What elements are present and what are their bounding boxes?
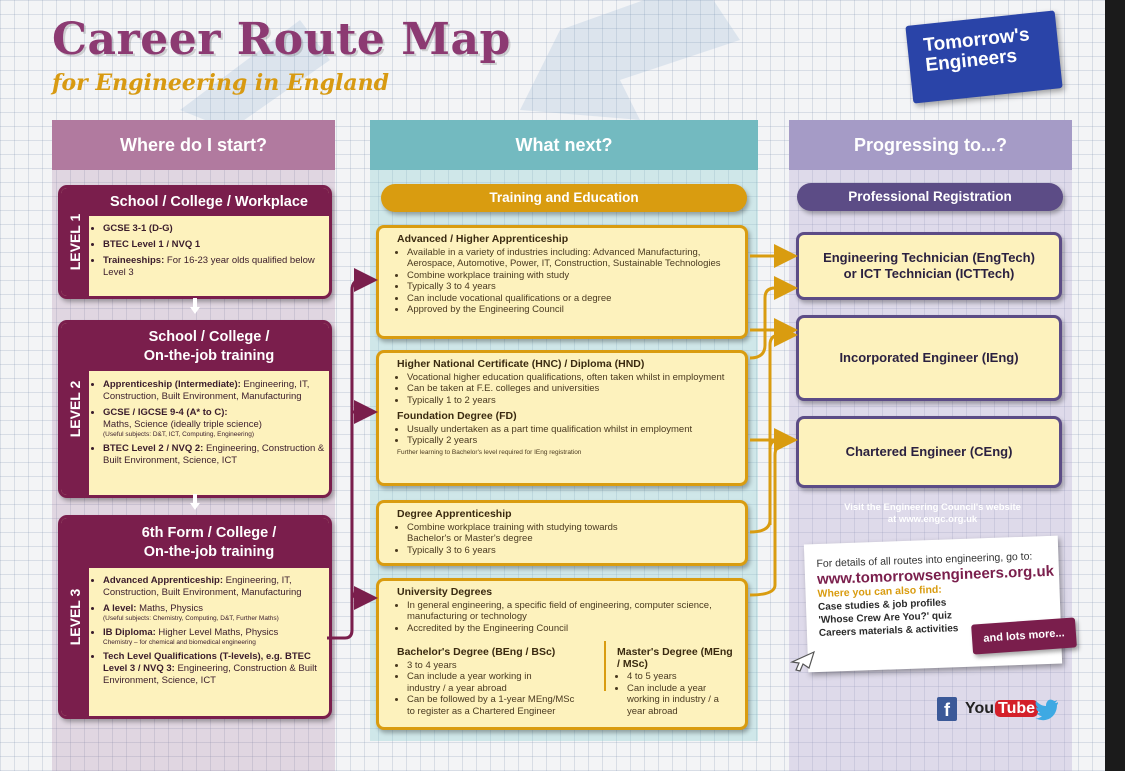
ieng-box: Incorporated Engineer (IEng) bbox=[796, 315, 1062, 401]
level-3-card: LEVEL 3 6th Form / College /On-the-job t… bbox=[58, 515, 332, 719]
degree-apprenticeship-box: Degree Apprenticeship Combine workplace … bbox=[376, 500, 748, 566]
engc-website-note: Visit the Engineering Council's website … bbox=[805, 502, 1060, 526]
master-list: 4 to 5 years Can include a year working … bbox=[617, 671, 735, 717]
level-2-card: LEVEL 2 School / College /On-the-job tra… bbox=[58, 320, 332, 498]
list-item: Approved by the Engineering Council bbox=[407, 304, 737, 316]
apprenticeship-box: Advanced / Higher Apprenticeship Availab… bbox=[376, 225, 748, 339]
list-item: BTEC Level 2 / NVQ 2: Engineering, Const… bbox=[103, 443, 325, 467]
master-section: Master's Degree (MEng / MSc) 4 to 5 year… bbox=[617, 646, 735, 717]
list-item: Usually undertaken as a part time qualif… bbox=[407, 424, 737, 436]
engtech-line-1: Engineering Technician (EngTech) bbox=[823, 250, 1035, 265]
engc-link[interactable]: at www.engc.org.uk bbox=[887, 514, 978, 525]
list-item: BTEC Level 1 / NVQ 1 bbox=[103, 239, 325, 251]
list-item: GCSE 3-1 (D-G) bbox=[103, 223, 325, 235]
hnc-hnd-box: Higher National Certificate (HNC) / Dipl… bbox=[376, 350, 748, 486]
list-item: Tech Level Qualifications (T-levels), e.… bbox=[103, 651, 325, 687]
list-item: Traineeships: For 16-23 year olds qualif… bbox=[103, 255, 325, 279]
bachelor-title: Bachelor's Degree (BEng / BSc) bbox=[397, 646, 556, 658]
level-1-card: LEVEL 1 School / College / Workplace GCS… bbox=[58, 185, 332, 299]
engtech-line-2: or ICT Technician (ICTTech) bbox=[843, 266, 1015, 281]
level-1-tab: LEVEL 1 bbox=[61, 188, 89, 296]
list-item: Typically 1 to 2 years bbox=[407, 395, 737, 407]
list-item: Can include a year working in industry /… bbox=[407, 671, 607, 694]
list-item: Apprenticeship (Intermediate): Engineeri… bbox=[103, 379, 325, 403]
list-item: Accredited by the Engineering Council bbox=[407, 623, 737, 635]
page-subtitle: for Engineering in England bbox=[52, 70, 390, 96]
down-arrow-icon bbox=[190, 298, 200, 314]
list-item: Combine workplace training with study bbox=[407, 270, 737, 282]
foundation-degree-list: Usually undertaken as a part time qualif… bbox=[397, 424, 737, 447]
level-2-heading: School / College /On-the-job training bbox=[89, 323, 329, 371]
column-start-heading: Where do I start? bbox=[52, 120, 335, 170]
engtech-box: Engineering Technician (EngTech)or ICT T… bbox=[796, 232, 1062, 300]
list-item: In general engineering, a specific field… bbox=[407, 600, 737, 623]
list-item: Can include vocational qualifications or… bbox=[407, 293, 737, 305]
degree-apprenticeship-list: Combine workplace training with studying… bbox=[397, 522, 737, 557]
list-item: Typically 2 years bbox=[407, 435, 737, 447]
bachelor-section: Bachelor's Degree (BEng / BSc) 3 to 4 ye… bbox=[397, 646, 607, 718]
degree-divider bbox=[604, 641, 606, 691]
list-item: Available in a variety of industries inc… bbox=[407, 247, 737, 270]
master-title: Master's Degree (MEng / MSc) bbox=[617, 646, 733, 670]
professional-registration-pill: Professional Registration bbox=[797, 183, 1063, 211]
cursor-arrow-icon bbox=[790, 650, 815, 672]
hnc-list: Vocational higher education qualificatio… bbox=[397, 372, 737, 407]
apprenticeship-list: Available in a variety of industries inc… bbox=[397, 247, 737, 316]
university-degrees-box: University Degrees In general engineerin… bbox=[376, 578, 748, 730]
list-item: Combine workplace training with studying… bbox=[407, 522, 737, 545]
list-item: 4 to 5 years bbox=[627, 671, 735, 683]
list-item: GCSE / IGCSE 9-4 (A* to C):Maths, Scienc… bbox=[103, 407, 325, 439]
level-3-list: Advanced Apprenticeship: Engineering, IT… bbox=[91, 575, 325, 691]
list-item: A level: Maths, Physics(Useful subjects:… bbox=[103, 603, 325, 623]
column-next-heading: What next? bbox=[370, 120, 758, 170]
bachelor-list: 3 to 4 years Can include a year working … bbox=[397, 660, 607, 718]
ceng-label: Chartered Engineer (CEng) bbox=[845, 444, 1013, 459]
ieng-label: Incorporated Engineer (IEng) bbox=[839, 350, 1019, 365]
level-2-tab: LEVEL 2 bbox=[61, 323, 89, 495]
level-2-list: Apprenticeship (Intermediate): Engineeri… bbox=[91, 379, 325, 471]
list-item: Typically 3 to 6 years bbox=[407, 545, 737, 557]
degree-apprenticeship-title: Degree Apprenticeship bbox=[397, 508, 512, 520]
list-item: Advanced Apprenticeship: Engineering, IT… bbox=[103, 575, 325, 599]
list-item: Can include a year working in industry /… bbox=[627, 683, 735, 718]
hnc-title: Higher National Certificate (HNC) / Dipl… bbox=[397, 358, 645, 370]
foundation-degree-title: Foundation Degree (FD) bbox=[397, 410, 517, 422]
training-education-pill: Training and Education bbox=[381, 184, 747, 212]
facebook-icon[interactable]: f bbox=[937, 697, 957, 721]
list-item: Can be followed by a 1-year MEng/MSc to … bbox=[407, 694, 607, 717]
list-item: IB Diploma: Higher Level Maths, PhysicsC… bbox=[103, 627, 325, 647]
level-1-list: GCSE 3-1 (D-G) BTEC Level 1 / NVQ 1 Trai… bbox=[91, 223, 325, 283]
list-item: 3 to 4 years bbox=[407, 660, 607, 672]
list-item: Can be taken at F.E. colleges and univer… bbox=[407, 383, 737, 395]
university-title: University Degrees bbox=[397, 586, 493, 598]
apprenticeship-title: Advanced / Higher Apprenticeship bbox=[397, 233, 569, 245]
university-list: In general engineering, a specific field… bbox=[397, 600, 737, 635]
list-item: Vocational higher education qualificatio… bbox=[407, 372, 737, 384]
level-1-heading: School / College / Workplace bbox=[89, 188, 329, 216]
ceng-box: Chartered Engineer (CEng) bbox=[796, 416, 1062, 488]
level-3-tab: LEVEL 3 bbox=[61, 518, 89, 716]
ieng-note: Further learning to Bachelor's level req… bbox=[397, 448, 582, 456]
level-3-heading: 6th Form / College /On-the-job training bbox=[89, 518, 329, 568]
column-progress-heading: Progressing to...? bbox=[789, 120, 1072, 170]
down-arrow-icon bbox=[190, 494, 200, 510]
twitter-icon[interactable] bbox=[1034, 697, 1060, 721]
page-title: Career Route Map bbox=[52, 14, 511, 65]
list-item: Typically 3 to 4 years bbox=[407, 281, 737, 293]
